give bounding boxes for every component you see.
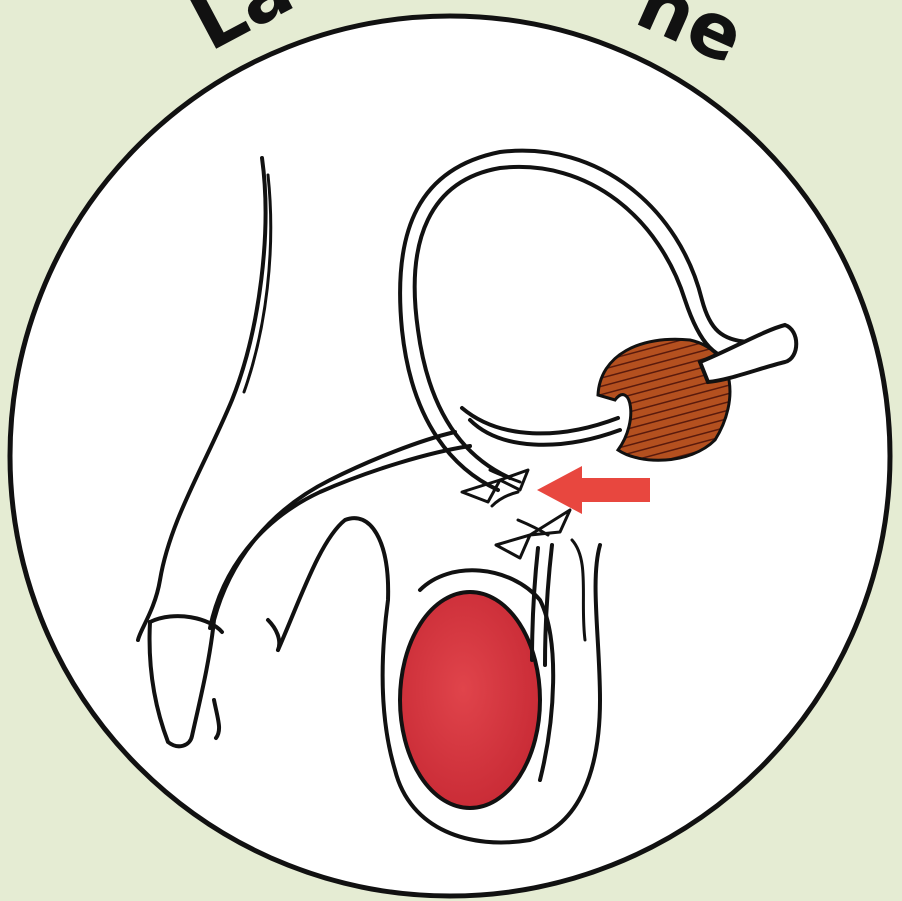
testis (400, 592, 540, 808)
